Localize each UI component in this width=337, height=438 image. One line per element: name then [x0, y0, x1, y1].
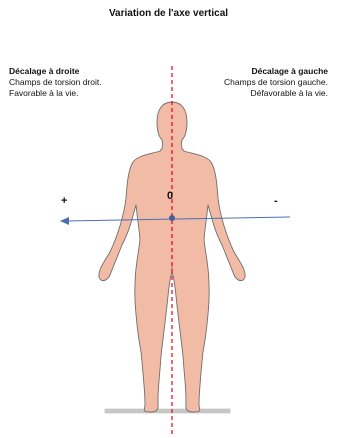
- center-point: [169, 215, 175, 221]
- plus-marker: +: [61, 195, 67, 207]
- minus-marker: -: [274, 195, 278, 207]
- ground-line: [105, 409, 230, 413]
- arrow-head-icon: [60, 217, 69, 225]
- zero-marker: 0: [167, 190, 173, 202]
